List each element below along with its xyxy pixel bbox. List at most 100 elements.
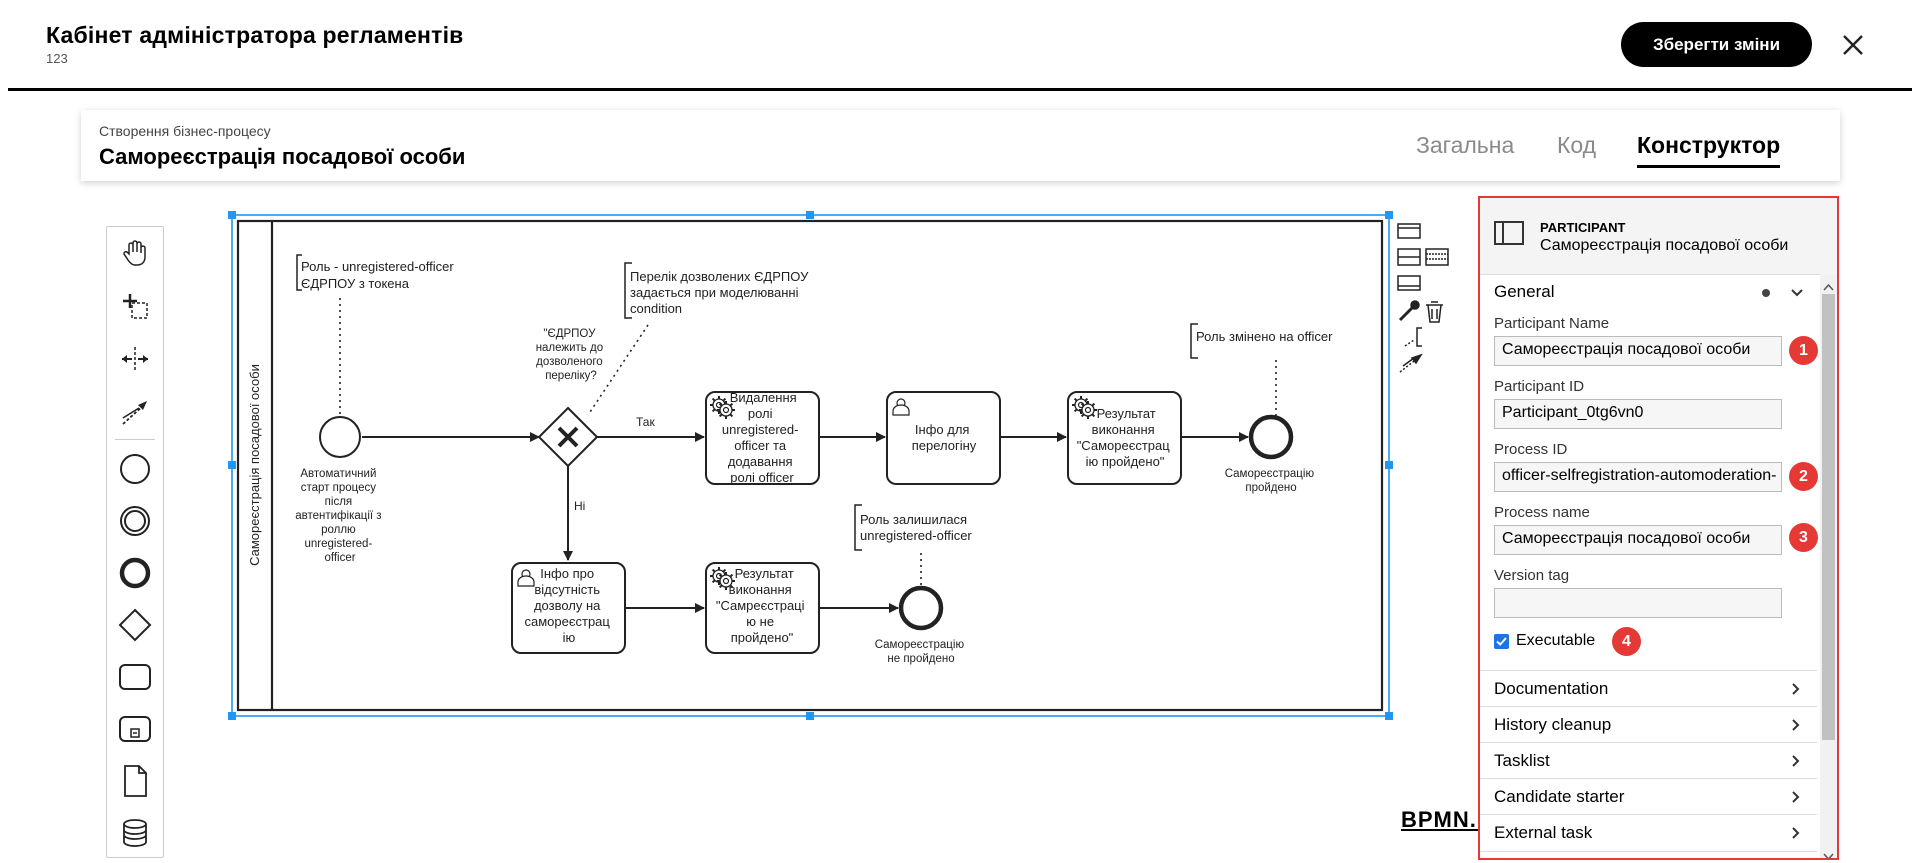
selection-outline — [228, 211, 1393, 720]
element-name: Самореєстрація посадової особи — [1540, 237, 1789, 254]
version-tag-input[interactable] — [1494, 588, 1782, 618]
process-name-input[interactable]: Самореєстрація посадової особи — [1494, 525, 1782, 555]
callout-badge-4: 4 — [1612, 627, 1641, 656]
lane-divide-three-icon[interactable] — [1425, 248, 1449, 266]
svg-text:Перелік дозволених ЄДРПОУ: Перелік дозволених ЄДРПОУ задається при … — [630, 269, 812, 316]
participant-id-label: Participant ID — [1494, 378, 1585, 395]
connect-tool-icon[interactable] — [107, 390, 163, 434]
callout-badge-1: 1 — [1789, 336, 1818, 365]
task-result-ok[interactable]: Результат виконання "Самореєстрац ію про… — [1067, 391, 1182, 485]
chevron-down-icon[interactable] — [1788, 284, 1806, 302]
header-divider — [8, 88, 1912, 91]
hand-tool-icon[interactable] — [107, 231, 163, 275]
tab-code[interactable]: Код — [1557, 132, 1597, 158]
end-event-fail[interactable]: Самореєстрацію не пройдено — [875, 585, 968, 665]
start-event-icon[interactable] — [107, 447, 163, 491]
data-store-icon[interactable] — [107, 811, 163, 855]
svg-text:Видалення ролі unr: Видалення ролі unregistered- officer та … — [722, 390, 802, 485]
pool-label: Самореєстрація посадової особи — [247, 364, 262, 566]
group-data-dot-icon — [1762, 289, 1770, 297]
chevron-right-icon — [1787, 788, 1805, 806]
participant-icon — [1494, 221, 1524, 245]
lane-add-above-icon[interactable] — [1397, 223, 1421, 239]
data-object-icon[interactable] — [107, 759, 163, 803]
lane-divide-two-icon[interactable] — [1397, 248, 1421, 266]
task-result-fail[interactable]: Результат виконання "Самреєстраці ю не п… — [705, 562, 820, 654]
flow-label-yes: Так — [636, 415, 655, 429]
palette-divider — [115, 439, 155, 440]
process-name-label: Process name — [1494, 504, 1590, 521]
callout-badge-2: 2 — [1789, 462, 1818, 491]
end-event-success[interactable]: Самореєстрацію пройдено — [1225, 414, 1318, 494]
section-documentation[interactable]: Documentation — [1480, 670, 1817, 707]
process-header: Створення бізнес-процесу Самореєстрація … — [81, 110, 1840, 181]
svg-text:Автоматичний старт проце: Автоматичний старт процесу після автенти… — [295, 468, 385, 564]
task-icon[interactable] — [107, 655, 163, 699]
participant-id-input[interactable]: Participant_0tg6vn0 — [1494, 399, 1782, 429]
chevron-right-icon — [1787, 824, 1805, 842]
bpmn-canvas[interactable]: Самореєстрація посадової особи Роль - un… — [0, 200, 1470, 863]
svg-text:Роль - unregistered-officer: Роль - unregistered-officer ЄДРПОУ з ток… — [301, 259, 457, 291]
section-label: Documentation — [1494, 679, 1609, 698]
connect-icon[interactable] — [1399, 353, 1423, 373]
properties-header: PARTICIPANT Самореєстрація посадової осо… — [1480, 198, 1837, 275]
svg-text:Роль змінено на officer: Роль змінено на officer — [1196, 329, 1333, 344]
intermediate-event-icon[interactable] — [107, 499, 163, 543]
svg-text:Самореєстрацію пройдено: Самореєстрацію пройдено — [1225, 468, 1318, 494]
tab-constructor[interactable]: Конструктор — [1637, 132, 1781, 168]
lane-add-below-icon[interactable] — [1397, 275, 1421, 291]
svg-text:Результат виконання: Результат виконання "Самреєстраці ю не п… — [716, 566, 808, 645]
process-id-input[interactable]: officer-selfregistration-automoderation- — [1494, 462, 1782, 492]
panel-scrollbar[interactable] — [1820, 274, 1837, 858]
section-label: Candidate starter — [1494, 787, 1625, 806]
group-general-title[interactable]: General — [1494, 282, 1555, 301]
section-label: History cleanup — [1494, 715, 1612, 734]
version-tag-label: Version tag — [1494, 567, 1570, 584]
lasso-tool-icon[interactable] — [107, 284, 163, 328]
space-tool-icon[interactable] — [107, 337, 163, 381]
section-history-cleanup[interactable]: History cleanup — [1480, 706, 1817, 743]
app-subtitle: 123 — [46, 51, 68, 66]
annotation-role-unregistered[interactable]: Роль - unregistered-officer ЄДРПОУ з ток… — [296, 254, 457, 418]
task-info-relogin[interactable]: Інфо для перелогіну — [886, 391, 1001, 485]
section-candidate-starter[interactable]: Candidate starter — [1480, 778, 1817, 815]
section-external-task[interactable]: External task — [1480, 814, 1817, 852]
close-icon[interactable] — [1840, 32, 1866, 58]
scrollbar-thumb[interactable] — [1822, 294, 1835, 740]
delete-icon[interactable] — [1426, 301, 1443, 323]
chevron-right-icon — [1787, 752, 1805, 770]
end-event-icon[interactable] — [107, 551, 163, 595]
save-changes-button[interactable]: Зберегти зміни — [1621, 22, 1812, 67]
task-info-no-permission[interactable]: Інфо про відсутність дозволу на самореєс… — [511, 562, 626, 654]
process-id-label: Process ID — [1494, 441, 1568, 458]
text-annotation-icon[interactable] — [1404, 327, 1422, 347]
start-event[interactable]: Автоматичний старт процесу після автенти… — [295, 416, 385, 564]
wrench-icon[interactable] — [1398, 300, 1420, 322]
svg-text:Роль залишилася unregist: Роль залишилася unregistered-officer — [860, 512, 972, 543]
annotation-edrpou-list[interactable]: Перелік дозволених ЄДРПОУ задається при … — [587, 262, 812, 416]
element-type: PARTICIPANT — [1540, 220, 1626, 235]
callout-badge-3: 3 — [1789, 523, 1818, 552]
context-pad[interactable] — [1397, 223, 1449, 373]
svg-text:Результат виконання: Результат виконання "Самореєстрац ію про… — [1077, 406, 1174, 469]
annotation-role-remained[interactable]: Роль залишилася unregistered-officer — [854, 504, 972, 592]
chevron-right-icon — [1787, 716, 1805, 734]
section-label: External task — [1494, 823, 1593, 842]
exclusive-gateway[interactable]: "ЄДРПОУ належить до дозволеного переліку… — [536, 328, 607, 468]
svg-text:Самореєстрацію не пройде: Самореєстрацію не пройдено — [875, 639, 968, 665]
chevron-right-icon — [1787, 680, 1805, 698]
section-tasklist[interactable]: Tasklist — [1480, 742, 1817, 779]
scroll-down-icon[interactable] — [1823, 848, 1834, 858]
gateway-icon[interactable] — [107, 603, 163, 647]
participant-name-input[interactable]: Самореєстрація посадової особи — [1494, 336, 1782, 366]
annotation-role-changed[interactable]: Роль змінено на officer — [1190, 323, 1333, 416]
process-caption: Створення бізнес-процесу — [99, 123, 271, 139]
scroll-up-icon[interactable] — [1823, 278, 1834, 296]
subprocess-icon[interactable] — [107, 707, 163, 751]
sequence-flows[interactable] — [362, 432, 1249, 613]
executable-checkbox[interactable] — [1494, 634, 1509, 649]
tab-general[interactable]: Загальна — [1416, 132, 1515, 158]
flow-label-no: Ні — [574, 499, 585, 513]
task-remove-role[interactable]: Видалення ролі unregistered- officer та … — [705, 390, 820, 485]
svg-text:Інфо про відсутність: Інфо про відсутність дозволу на самореєс… — [525, 566, 614, 645]
